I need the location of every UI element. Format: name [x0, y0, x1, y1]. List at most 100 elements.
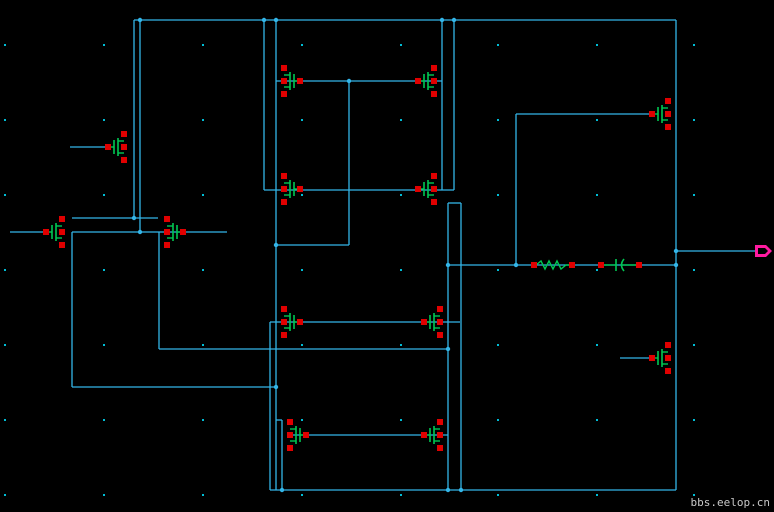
pin	[437, 306, 443, 312]
wire-junction	[346, 78, 352, 84]
grid-dot	[400, 419, 402, 421]
transistor	[421, 419, 443, 451]
wire-junction	[451, 17, 457, 23]
grid-dot	[596, 269, 598, 271]
grid-dot	[596, 344, 598, 346]
transistor	[415, 173, 437, 205]
pin	[531, 262, 537, 268]
grid-dot	[497, 119, 499, 121]
transistor	[421, 306, 443, 338]
grid-dot	[400, 194, 402, 196]
transistor	[287, 419, 309, 451]
pin	[415, 186, 421, 192]
wire-junction	[279, 487, 285, 493]
grid-dot	[202, 119, 204, 121]
grid-dots	[4, 44, 695, 496]
grid-dot	[202, 269, 204, 271]
pin	[43, 229, 49, 235]
wire-junction	[445, 346, 451, 352]
grid-dot	[693, 194, 695, 196]
grid-dot	[4, 419, 6, 421]
pin	[164, 216, 170, 222]
wire-junction	[273, 242, 279, 248]
pin	[281, 332, 287, 338]
grid-dot	[103, 44, 105, 46]
pin	[121, 131, 127, 137]
pin	[598, 262, 604, 268]
wire-junction	[273, 384, 279, 390]
grid-dot	[4, 494, 6, 496]
pin	[297, 186, 303, 192]
pin	[665, 342, 671, 348]
pin	[649, 111, 655, 117]
grid-dot	[202, 494, 204, 496]
grid-dot	[202, 194, 204, 196]
pin	[281, 65, 287, 71]
pin	[649, 355, 655, 361]
wire-junction	[673, 248, 679, 254]
grid-dot	[301, 119, 303, 121]
transistor	[281, 306, 303, 338]
pin	[281, 173, 287, 179]
grid-dot	[596, 44, 598, 46]
wire-junction	[137, 229, 143, 235]
transistor	[649, 342, 671, 374]
transistor	[649, 98, 671, 130]
pin	[665, 98, 671, 104]
wire-junction	[137, 17, 143, 23]
pin	[281, 91, 287, 97]
wire-junction	[513, 262, 519, 268]
grid-dot	[202, 44, 204, 46]
grid-dot	[103, 494, 105, 496]
grid-dot	[497, 419, 499, 421]
pin	[437, 419, 443, 425]
grid-dot	[497, 44, 499, 46]
pin	[164, 229, 170, 235]
grid-dot	[693, 269, 695, 271]
pin	[437, 432, 443, 438]
pin	[665, 124, 671, 130]
grid-dot	[4, 119, 6, 121]
pin	[431, 199, 437, 205]
pin	[281, 78, 287, 84]
pin	[121, 157, 127, 163]
grid-dot	[301, 419, 303, 421]
pin	[59, 242, 65, 248]
output-port	[755, 245, 772, 257]
pin	[287, 445, 293, 451]
pin	[303, 432, 309, 438]
pin	[431, 78, 437, 84]
grid-dot	[301, 344, 303, 346]
pin	[437, 332, 443, 338]
grid-dot	[693, 344, 695, 346]
pin	[287, 419, 293, 425]
pin	[281, 319, 287, 325]
pin	[665, 111, 671, 117]
transistor	[105, 131, 127, 163]
grid-dot	[497, 344, 499, 346]
pin	[164, 242, 170, 248]
grid-dot	[693, 419, 695, 421]
grid-dot	[202, 419, 204, 421]
grid-dot	[693, 119, 695, 121]
pin	[287, 432, 293, 438]
pin	[59, 229, 65, 235]
transistor	[281, 65, 303, 97]
grid-dot	[400, 119, 402, 121]
grid-dot	[103, 119, 105, 121]
grid-dot	[4, 269, 6, 271]
pin	[665, 368, 671, 374]
resistor	[531, 259, 575, 271]
pin	[636, 262, 642, 268]
grid-dot	[103, 419, 105, 421]
transistor	[415, 65, 437, 97]
grid-dot	[103, 269, 105, 271]
wire-junction	[261, 17, 267, 23]
pin	[281, 306, 287, 312]
pin	[569, 262, 575, 268]
grid-dot	[693, 494, 695, 496]
grid-dot	[301, 44, 303, 46]
grid-dot	[497, 269, 499, 271]
grid-dot	[4, 344, 6, 346]
